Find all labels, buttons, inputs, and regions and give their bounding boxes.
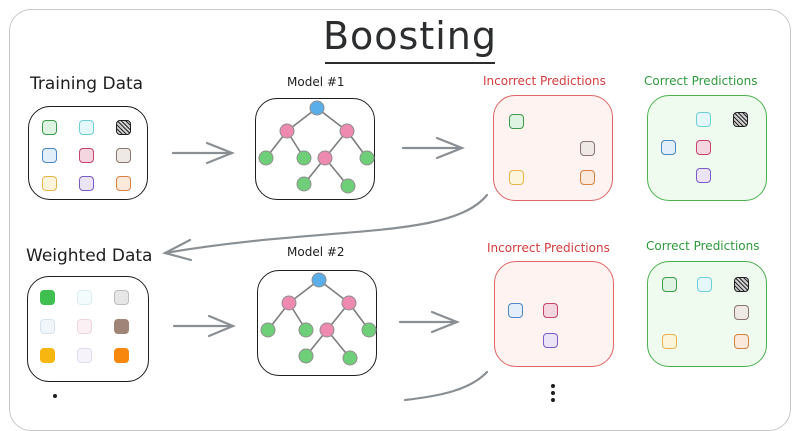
correct-2-sample-black [734,277,749,292]
training-sample-orange [116,176,131,191]
weighted-sample-cyan [77,290,92,305]
training-sample-brown [116,148,131,163]
training-sample-purple [79,176,94,191]
model-1-label: Model #1 [287,75,345,89]
model-2-decision-tree [260,272,377,366]
incorrect-predictions-2-label: Incorrect Predictions [487,241,610,255]
weighted-sample-blue [40,319,55,334]
correct-1-sample-purple [696,168,711,183]
weighted-sample-pink [77,319,92,334]
training-sample-cyan [79,120,94,135]
correct-2-sample-orange [734,334,749,349]
training-data-label: Training Data [30,74,144,94]
incorrect-1-sample-yellow [509,170,524,185]
correct-predictions-2-label: Correct Predictions [646,239,760,253]
correct-predictions-1-label: Correct Predictions [644,74,758,88]
incorrect-2-sample-purple [543,333,558,348]
tree-node-leaf [361,322,377,338]
training-sample-black [116,120,131,135]
weighted-sample-orange [114,348,129,363]
incorrect-2-sample-pink [543,303,558,318]
training-sample-green [42,120,57,135]
weighted-sample-black [114,290,129,305]
weighted-sample-green [40,290,55,305]
tree-node-split-inner [319,322,335,338]
correct-1-sample-blue [661,140,676,155]
training-sample-pink [79,148,94,163]
tree-node-leaf [296,150,312,166]
tree-node-root [309,100,325,116]
tree-node-split-left [279,123,295,139]
continuation-dot [551,391,555,395]
correct-1-sample-black [733,112,748,127]
continuation-dot [551,384,555,388]
tree-node-root [311,272,327,288]
training-sample-yellow [42,176,57,191]
weighted-sample-brown [114,319,129,334]
arrow-predictions-to-weighted-data [161,193,489,262]
correct-2-sample-cyan [697,277,712,292]
correct-2-sample-green [662,277,677,292]
tree-node-leaf [298,348,314,364]
incorrect-predictions-1-label: Incorrect Predictions [483,74,606,88]
weighted-sample-yellow [40,348,55,363]
training-sample-blue [42,148,57,163]
correct-1-sample-cyan [696,112,711,127]
model-2-label: Model #2 [287,245,345,259]
tree-node-split-inner [317,150,333,166]
weighted-sample-purple [77,348,92,363]
tree-node-leaf [359,150,375,166]
tree-node-leaf [342,350,358,366]
correct-2-sample-yellow [662,334,677,349]
arrow-model-2-to-predictions [398,310,460,334]
tree-node-leaf [296,176,312,192]
tree-node-leaf [298,322,314,338]
tree-node-leaf [340,178,356,194]
tree-node-split-right [341,295,357,311]
incorrect-1-sample-orange [580,170,595,185]
continuation-dot [53,394,57,398]
diagram-title: Boosting [322,14,498,58]
diagram-connectors [161,100,489,402]
arrow-data-to-model-1 [171,141,235,165]
incorrect-1-sample-brown [580,141,595,156]
title-underline [325,62,495,64]
tree-node-split-right [339,123,355,139]
tree-node-split-left [281,295,297,311]
weighted-data-label: Weighted Data [26,246,153,266]
correct-1-sample-pink [696,140,711,155]
arrow-weighted-data-to-model-2 [172,314,236,338]
correct-2-sample-brown [734,305,749,320]
arrow-model-1-to-predictions [401,136,465,160]
continuation-dot [551,398,555,402]
incorrect-2-sample-blue [508,303,523,318]
model-1-decision-tree [258,100,375,194]
arrow-predictions-to-next-round [403,370,489,402]
tree-node-leaf [260,322,276,338]
tree-node-leaf [258,150,274,166]
incorrect-1-sample-green [509,114,524,129]
